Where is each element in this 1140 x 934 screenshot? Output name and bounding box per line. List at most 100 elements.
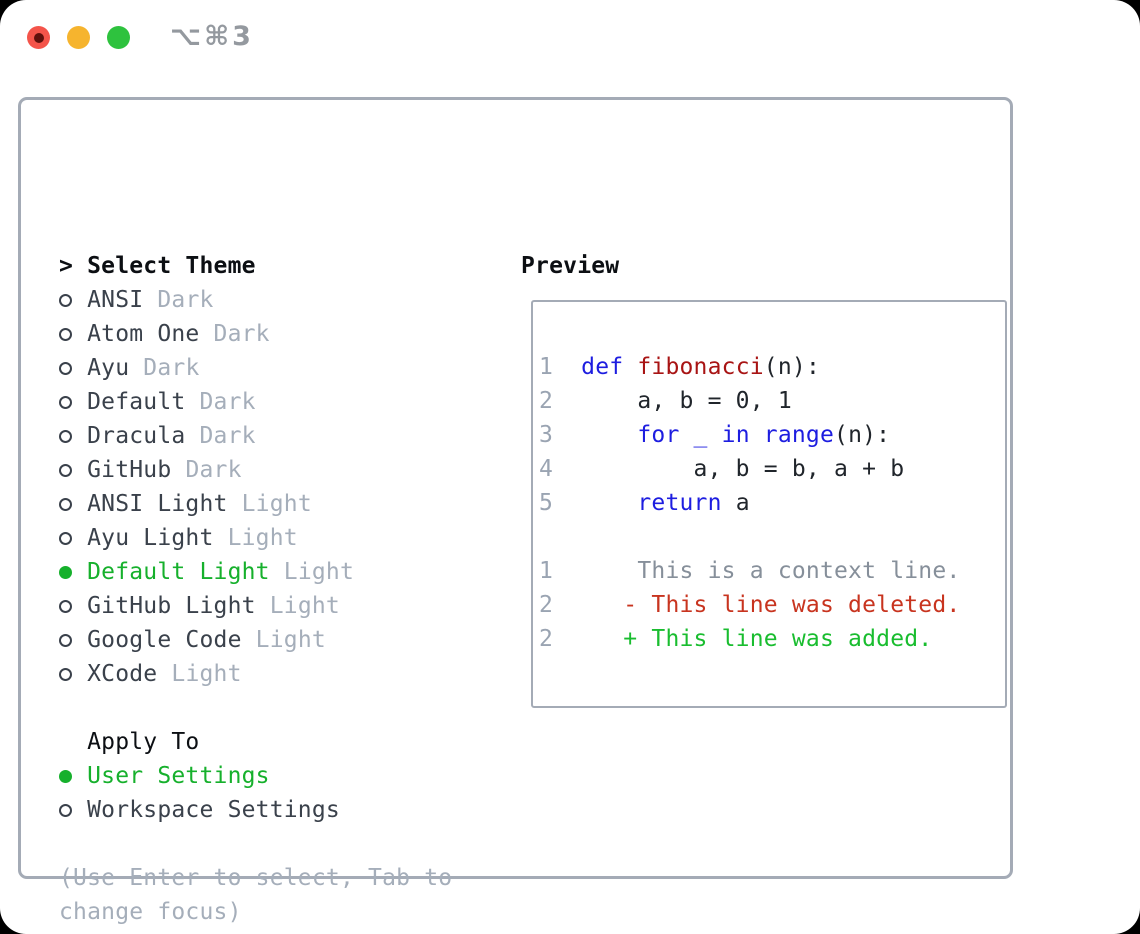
radio-icon: [59, 793, 87, 827]
radio-icon: [59, 283, 87, 317]
radio-icon: [59, 623, 87, 657]
theme-option-label: ANSI: [87, 287, 144, 313]
code-segment: - This line was deleted.: [553, 592, 961, 618]
radio-icon: [59, 419, 87, 453]
theme-option-label: Atom One: [87, 321, 200, 347]
hint-text: change focus): [59, 895, 452, 929]
code-segment: a: [721, 490, 750, 516]
theme-option-ansi[interactable]: ANSI Dark: [59, 283, 452, 317]
theme-variant-label: Dark: [199, 389, 256, 415]
code-segment: def: [581, 354, 638, 380]
theme-variant-label: Light: [227, 525, 298, 551]
code-segment: 4: [539, 456, 582, 482]
code-blank-line: [539, 520, 960, 554]
theme-option-ayu-light[interactable]: Ayu Light Light: [59, 521, 452, 555]
maximize-button[interactable]: [107, 26, 130, 49]
close-button[interactable]: [27, 26, 50, 49]
apply-to-header: Apply To: [59, 725, 452, 759]
theme-variant-label: Light: [269, 593, 340, 619]
code-line: 4 a, b = b, a + b: [539, 452, 960, 486]
theme-option-github-light[interactable]: GitHub Light Light: [59, 589, 452, 623]
theme-option-label: Default Light: [87, 559, 270, 585]
apply-option-label: Workspace Settings: [87, 797, 340, 823]
code-segment: 5: [539, 490, 582, 516]
theme-option-label: Ayu Light: [87, 525, 214, 551]
code-line: 1 def fibonacci(n):: [539, 350, 960, 384]
radio-icon: [59, 487, 87, 521]
code-segment: 1: [539, 558, 554, 584]
code-segment: (n):: [834, 422, 891, 448]
focus-caret-icon: >: [59, 253, 74, 279]
apply-option-workspace-settings[interactable]: Workspace Settings: [59, 793, 452, 827]
window-shortcut-title: ⌥⌘3: [170, 21, 254, 52]
theme-variant-label: Dark: [185, 457, 242, 483]
theme-option-label: ANSI Light: [87, 491, 228, 517]
code-segment: + This line was added.: [553, 626, 933, 652]
code-line: 2 - This line was deleted.: [539, 588, 960, 622]
apply-to-title: Apply To: [87, 729, 200, 755]
code-segment: 2: [539, 388, 582, 414]
radio-selected-icon: [59, 555, 87, 589]
code-segment: 2: [539, 626, 554, 652]
code-line: 2 + This line was added.: [539, 622, 960, 656]
hint-text-line: change focus): [59, 899, 242, 925]
apply-option-user-settings[interactable]: User Settings: [59, 759, 452, 793]
theme-option-github[interactable]: GitHub Dark: [59, 453, 452, 487]
radio-icon: [59, 521, 87, 555]
code-segment: fibonacci: [637, 354, 764, 380]
hint-text-line: (Use Enter to select, Tab to: [59, 865, 453, 891]
select-theme-title: Select Theme: [87, 253, 256, 279]
theme-option-ayu[interactable]: Ayu Dark: [59, 351, 452, 385]
spacer-row: [59, 827, 452, 861]
theme-variant-label: Dark: [157, 287, 214, 313]
theme-option-label: GitHub Light: [87, 593, 256, 619]
radio-icon: [59, 657, 87, 691]
theme-option-label: GitHub: [87, 457, 172, 483]
minimize-button[interactable]: [67, 26, 90, 49]
hint-text: (Use Enter to select, Tab to: [59, 861, 452, 895]
code-line: 5 return a: [539, 486, 960, 520]
code-segment: 2: [539, 592, 554, 618]
radio-icon: [59, 351, 87, 385]
code-segment: [581, 490, 637, 516]
theme-option-label: Dracula: [87, 423, 186, 449]
radio-icon: [59, 589, 87, 623]
radio-icon: [59, 317, 87, 351]
theme-option-default-light[interactable]: Default Light Light: [59, 555, 452, 589]
theme-option-ansi-light[interactable]: ANSI Light Light: [59, 487, 452, 521]
code-segment: This is a context line.: [553, 558, 961, 584]
code-line: 2 a, b = 0, 1: [539, 384, 960, 418]
radio-selected-icon: [59, 759, 87, 793]
theme-option-label: Default: [87, 389, 186, 415]
recording-dot-icon: [33, 32, 44, 43]
code-segment: for _ in range: [637, 422, 835, 448]
theme-option-label: XCode: [87, 661, 158, 687]
theme-variant-label: Light: [241, 491, 312, 517]
theme-option-dracula[interactable]: Dracula Dark: [59, 419, 452, 453]
code-line: 1 This is a context line.: [539, 554, 960, 588]
theme-option-label: Google Code: [87, 627, 242, 653]
code-line: 3 for _ in range(n):: [539, 418, 960, 452]
code-segment: 3: [539, 422, 582, 448]
theme-variant-label: Light: [255, 627, 326, 653]
radio-icon: [59, 385, 87, 419]
theme-variant-label: Dark: [213, 321, 270, 347]
code-segment: 1: [539, 354, 582, 380]
theme-variant-label: Dark: [143, 355, 200, 381]
theme-option-atom-one[interactable]: Atom One Dark: [59, 317, 452, 351]
theme-option-default[interactable]: Default Dark: [59, 385, 452, 419]
radio-icon: [59, 453, 87, 487]
theme-option-label: Ayu: [87, 355, 130, 381]
theme-option-google-code[interactable]: Google Code Light: [59, 623, 452, 657]
code-segment: (n):: [763, 354, 820, 380]
code-segment: a, b = 0, 1: [581, 388, 792, 414]
theme-variant-label: Light: [283, 559, 355, 585]
code-segment: [581, 422, 637, 448]
theme-variant-label: Dark: [199, 423, 256, 449]
